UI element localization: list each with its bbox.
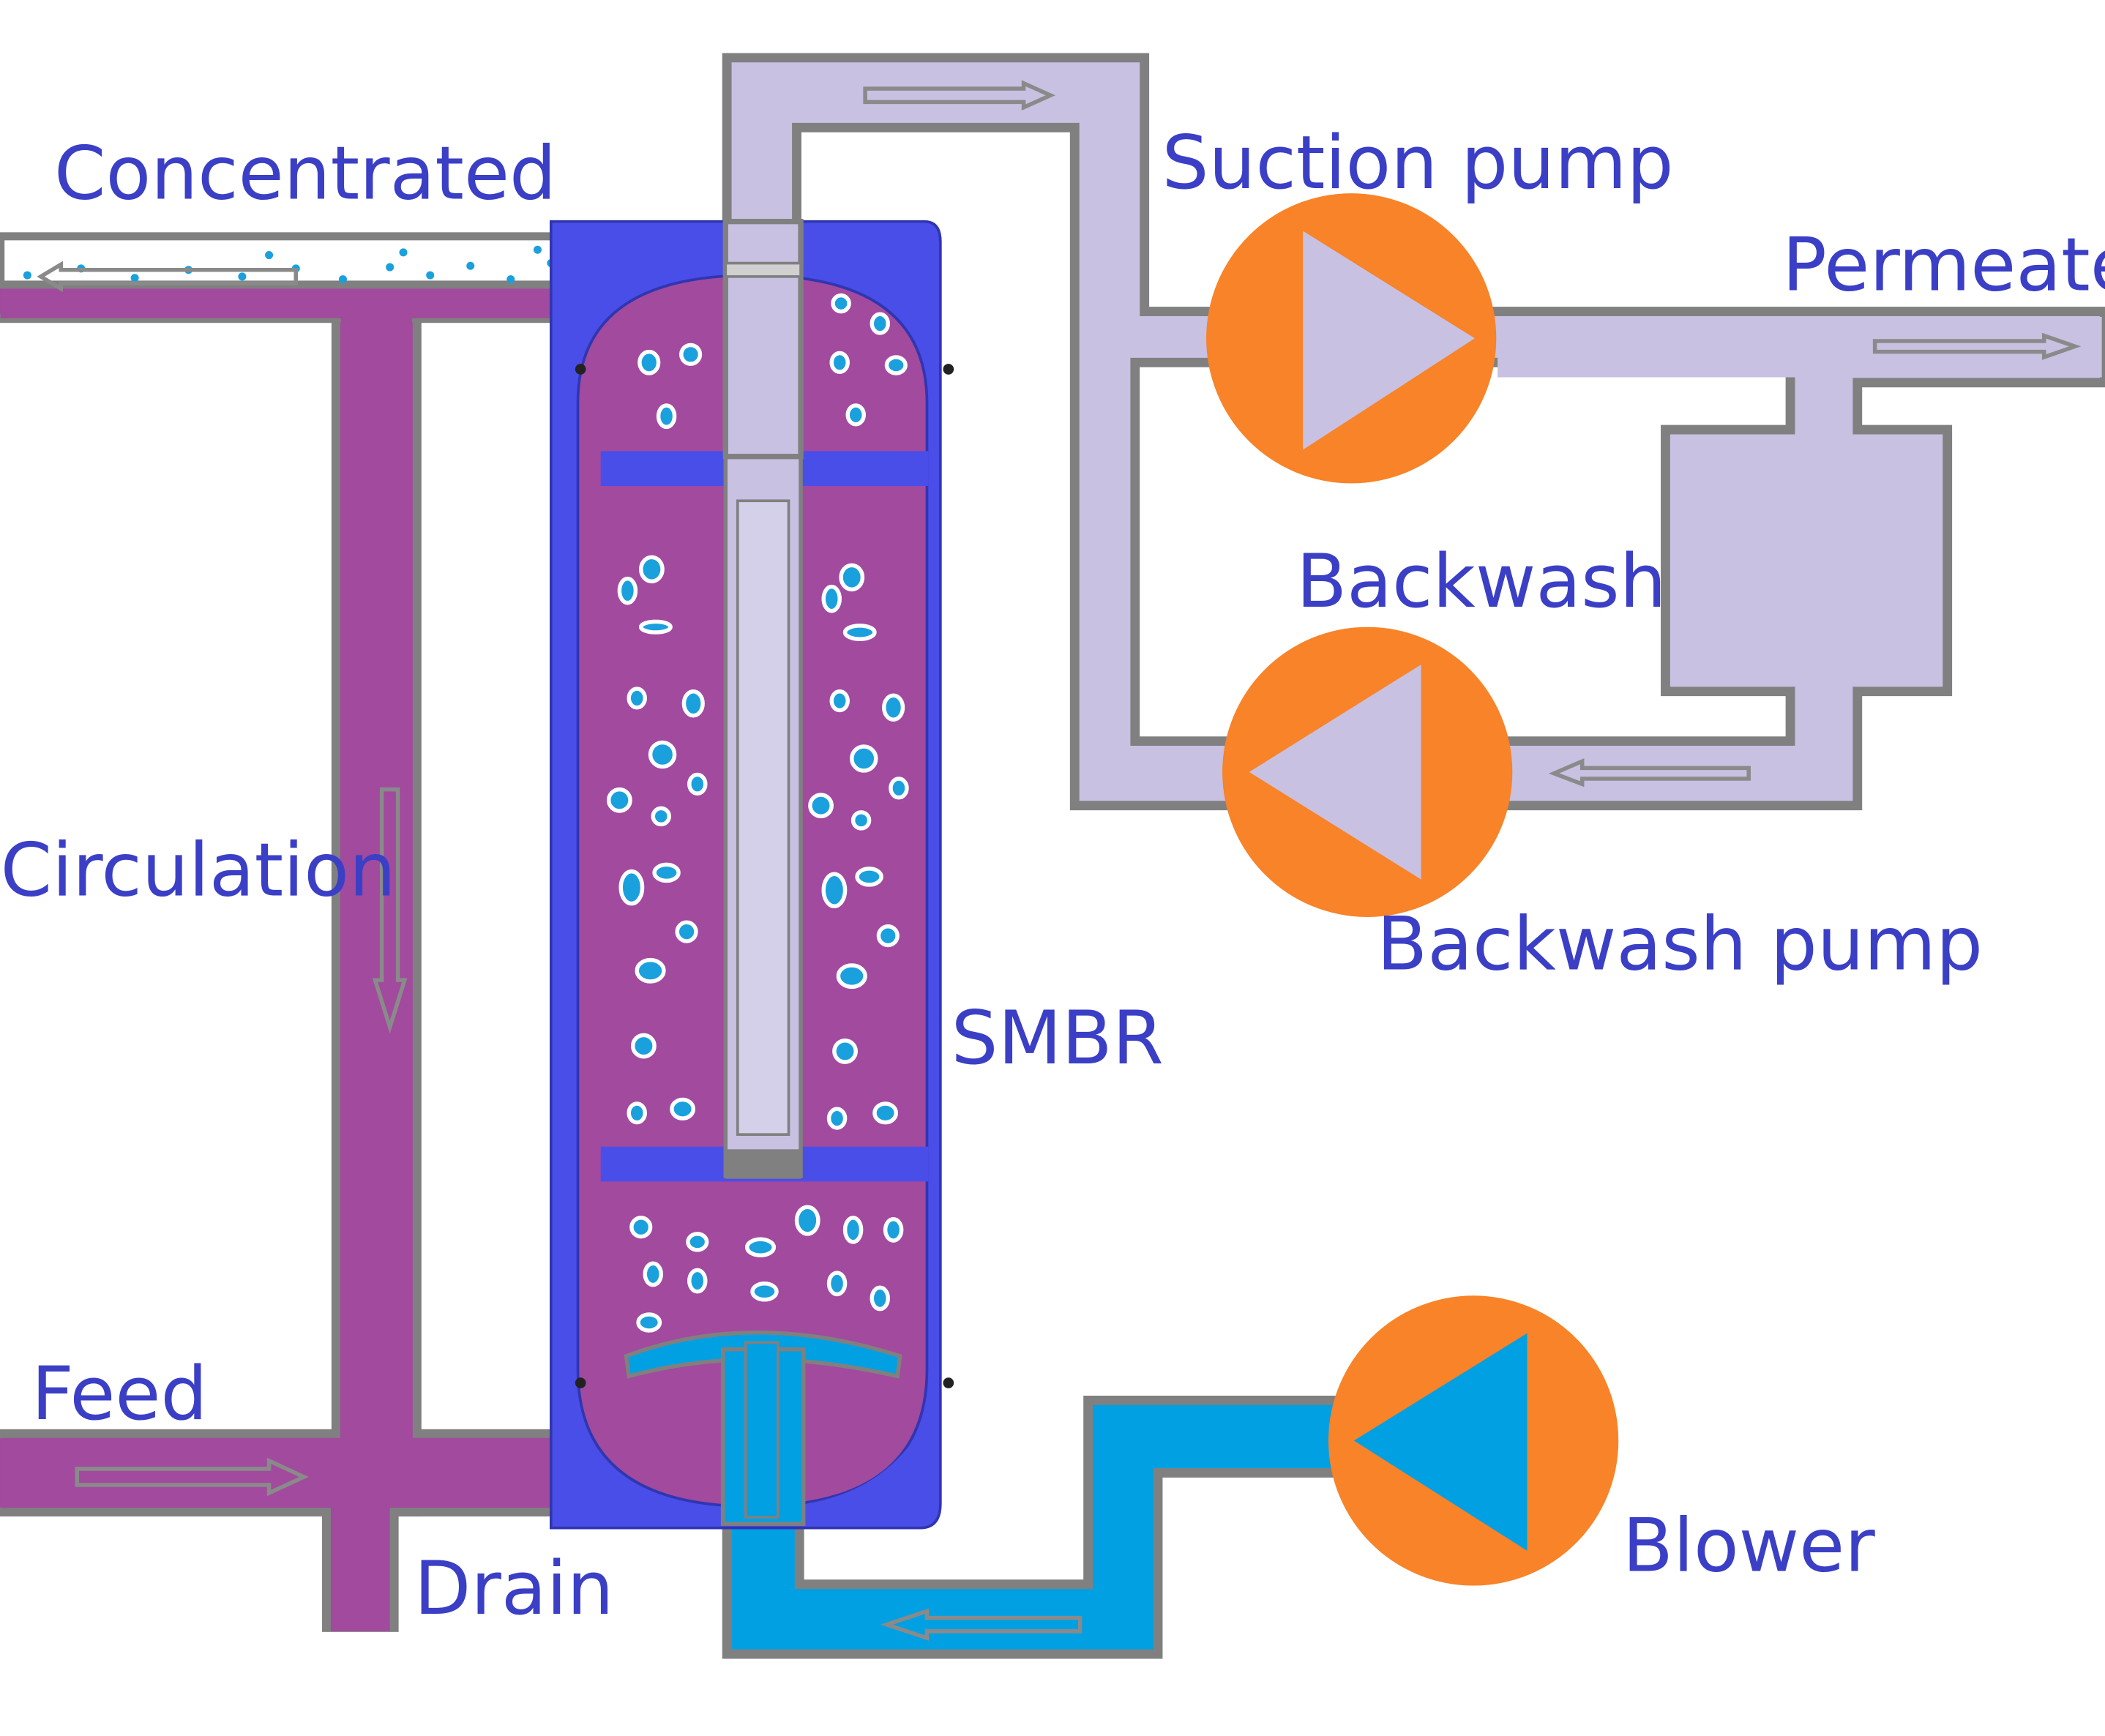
pump-left-icon	[1249, 665, 1421, 880]
smbr-label: SMBR	[951, 995, 1163, 1081]
flow-arrow-icon	[37, 80, 2082, 1641]
suction-pump-label: Suction pump	[1162, 119, 1674, 206]
blower-icon	[1353, 1333, 1528, 1551]
backwash-pump-label: Backwash pump	[1377, 901, 1983, 987]
drain-label: Drain	[414, 1545, 614, 1631]
pump-right-icon	[1303, 231, 1475, 450]
suction-pump	[1206, 193, 1497, 484]
permeate-label: Permeate	[1782, 221, 2105, 307]
backwash-pump	[1222, 626, 1513, 917]
blower	[1328, 1295, 1619, 1586]
circulation-label: Circulation	[1, 827, 396, 913]
aeration-bubbles	[606, 293, 909, 1333]
feed-label: Feed	[31, 1350, 208, 1437]
blower-label: Blower	[1623, 1502, 1876, 1588]
smbr-vessel	[549, 219, 954, 1530]
concentrated-label: Concentrated	[54, 130, 556, 217]
backwash-label: Backwash	[1296, 538, 1667, 624]
